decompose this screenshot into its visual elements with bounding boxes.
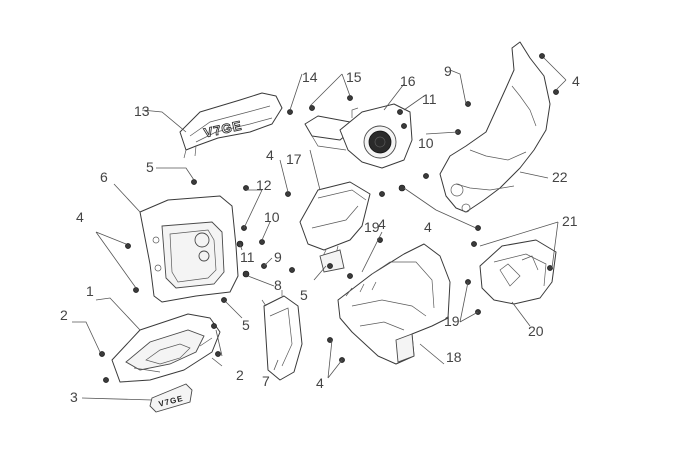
callout-8: 8 bbox=[274, 277, 282, 293]
callout-9b: 9 bbox=[274, 249, 282, 265]
callout-17: 17 bbox=[286, 151, 302, 167]
callout-12: 12 bbox=[256, 177, 272, 193]
part-16-bracket bbox=[304, 103, 413, 169]
callout-5c: 5 bbox=[300, 287, 308, 303]
callout-3: 3 bbox=[70, 389, 78, 405]
callout-16: 16 bbox=[400, 73, 416, 89]
callout-18: 18 bbox=[446, 349, 462, 365]
callout-4e: 4 bbox=[316, 375, 324, 391]
callout-2b: 2 bbox=[236, 367, 244, 383]
callout-14: 14 bbox=[302, 69, 318, 85]
callout-22: 22 bbox=[552, 169, 568, 185]
callout-10a: 10 bbox=[264, 209, 280, 225]
callout-9a: 9 bbox=[444, 63, 452, 79]
callout-19b: 19 bbox=[444, 313, 460, 329]
callout-1: 1 bbox=[86, 283, 94, 299]
callout-19a: 19 bbox=[364, 219, 380, 235]
callout-4d: 4 bbox=[424, 219, 432, 235]
part-18-lower-box bbox=[337, 243, 451, 365]
callout-13: 13 bbox=[134, 103, 150, 119]
callout-5a: 5 bbox=[146, 159, 154, 175]
callout-21: 21 bbox=[562, 213, 578, 229]
callout-4c: 4 bbox=[266, 147, 274, 163]
callout-7: 7 bbox=[262, 373, 270, 389]
callout-4a: 4 bbox=[76, 209, 84, 225]
callout-11b: 11 bbox=[422, 91, 437, 107]
leader-lines bbox=[72, 57, 567, 401]
callout-15: 15 bbox=[346, 69, 362, 85]
callout-10b: 10 bbox=[418, 135, 434, 151]
callout-2a: 2 bbox=[60, 307, 68, 323]
part-7-small-cover bbox=[261, 290, 303, 381]
part-13-top-cover: V7GE bbox=[179, 92, 283, 159]
callout-6: 6 bbox=[100, 169, 108, 185]
part-1-headlight bbox=[111, 313, 221, 383]
callout-5b: 5 bbox=[242, 317, 250, 333]
callout-4b: 4 bbox=[572, 73, 580, 89]
callout-labels: 1 2 2 3 4 4 4 4 4 4 5 5 5 6 7 8 9 9 10 1… bbox=[60, 63, 580, 405]
callout-11a: 11 bbox=[240, 249, 255, 265]
part-3-badge: V7GE bbox=[149, 383, 193, 413]
part-20-small-box bbox=[479, 239, 557, 305]
callout-20: 20 bbox=[528, 323, 544, 339]
part-22-side-panel bbox=[439, 41, 551, 213]
callout-4f: 4 bbox=[378, 216, 386, 232]
part-17-bracket-box bbox=[299, 181, 371, 273]
part-6-front-fairing bbox=[139, 195, 239, 303]
